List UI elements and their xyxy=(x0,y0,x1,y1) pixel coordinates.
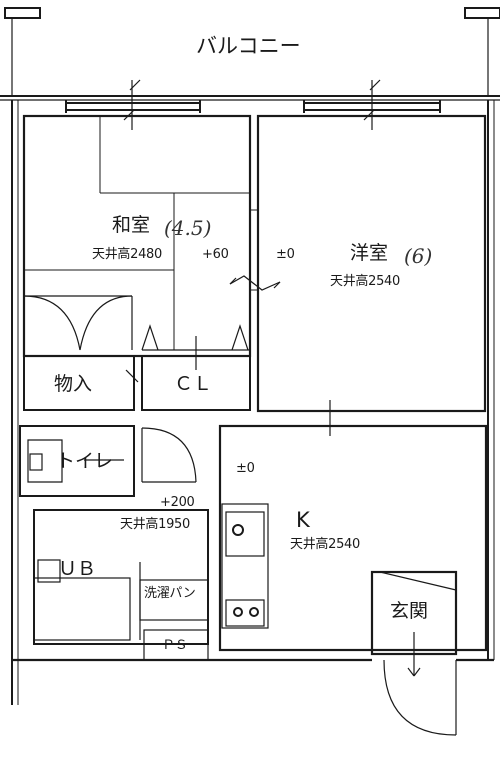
bottom-wall xyxy=(12,658,494,662)
kitchen-ceiling-label: 天井高2540 xyxy=(290,537,360,552)
pipe-space-label: ＰＳ xyxy=(162,638,188,653)
kitchen-level-label: ±0 xyxy=(236,461,255,476)
closet-label: ＣＬ xyxy=(174,373,213,395)
yoshitsu-ceiling-label: 天井高2540 xyxy=(330,274,400,289)
bath-level-label: +200 xyxy=(160,495,195,510)
washitsu-level-label: +60 xyxy=(202,247,229,262)
washitsu-ceiling-label: 天井高2480 xyxy=(92,247,162,262)
closet-cl xyxy=(141,324,251,411)
storage-label: 物入 xyxy=(54,373,93,395)
bath-ceiling-label: 天井高1950 xyxy=(120,517,190,532)
yoshitsu-size-label: (6) xyxy=(404,244,433,268)
entrance-label: 玄関 xyxy=(390,600,429,622)
washitsu-room xyxy=(22,114,252,358)
yoshitsu-level-label: ±0 xyxy=(276,247,295,262)
sliding-door-arrows xyxy=(229,275,281,291)
balcony-area xyxy=(0,7,500,101)
outer-wall xyxy=(11,100,495,705)
entrance-genkan xyxy=(370,570,458,736)
window-washitsu xyxy=(65,79,201,130)
balcony-label: バルコニー xyxy=(196,34,301,58)
unit-bath-label: ＵＢ xyxy=(58,558,97,580)
washitsu-size-label: (4.5) xyxy=(164,216,212,240)
washer-pan-label: 洗濯パン xyxy=(144,586,196,601)
storage-monoire xyxy=(23,295,139,411)
washitsu-label: 和室 xyxy=(112,214,151,236)
bath-area xyxy=(33,509,209,645)
toilet-room xyxy=(19,425,197,497)
kitchen-label: K xyxy=(296,508,310,532)
window-yoshitsu xyxy=(303,79,441,130)
toilet-label: トイレ xyxy=(56,450,114,472)
kitchen-room xyxy=(218,424,488,652)
yoshitsu-label: 洋室 xyxy=(350,242,389,264)
